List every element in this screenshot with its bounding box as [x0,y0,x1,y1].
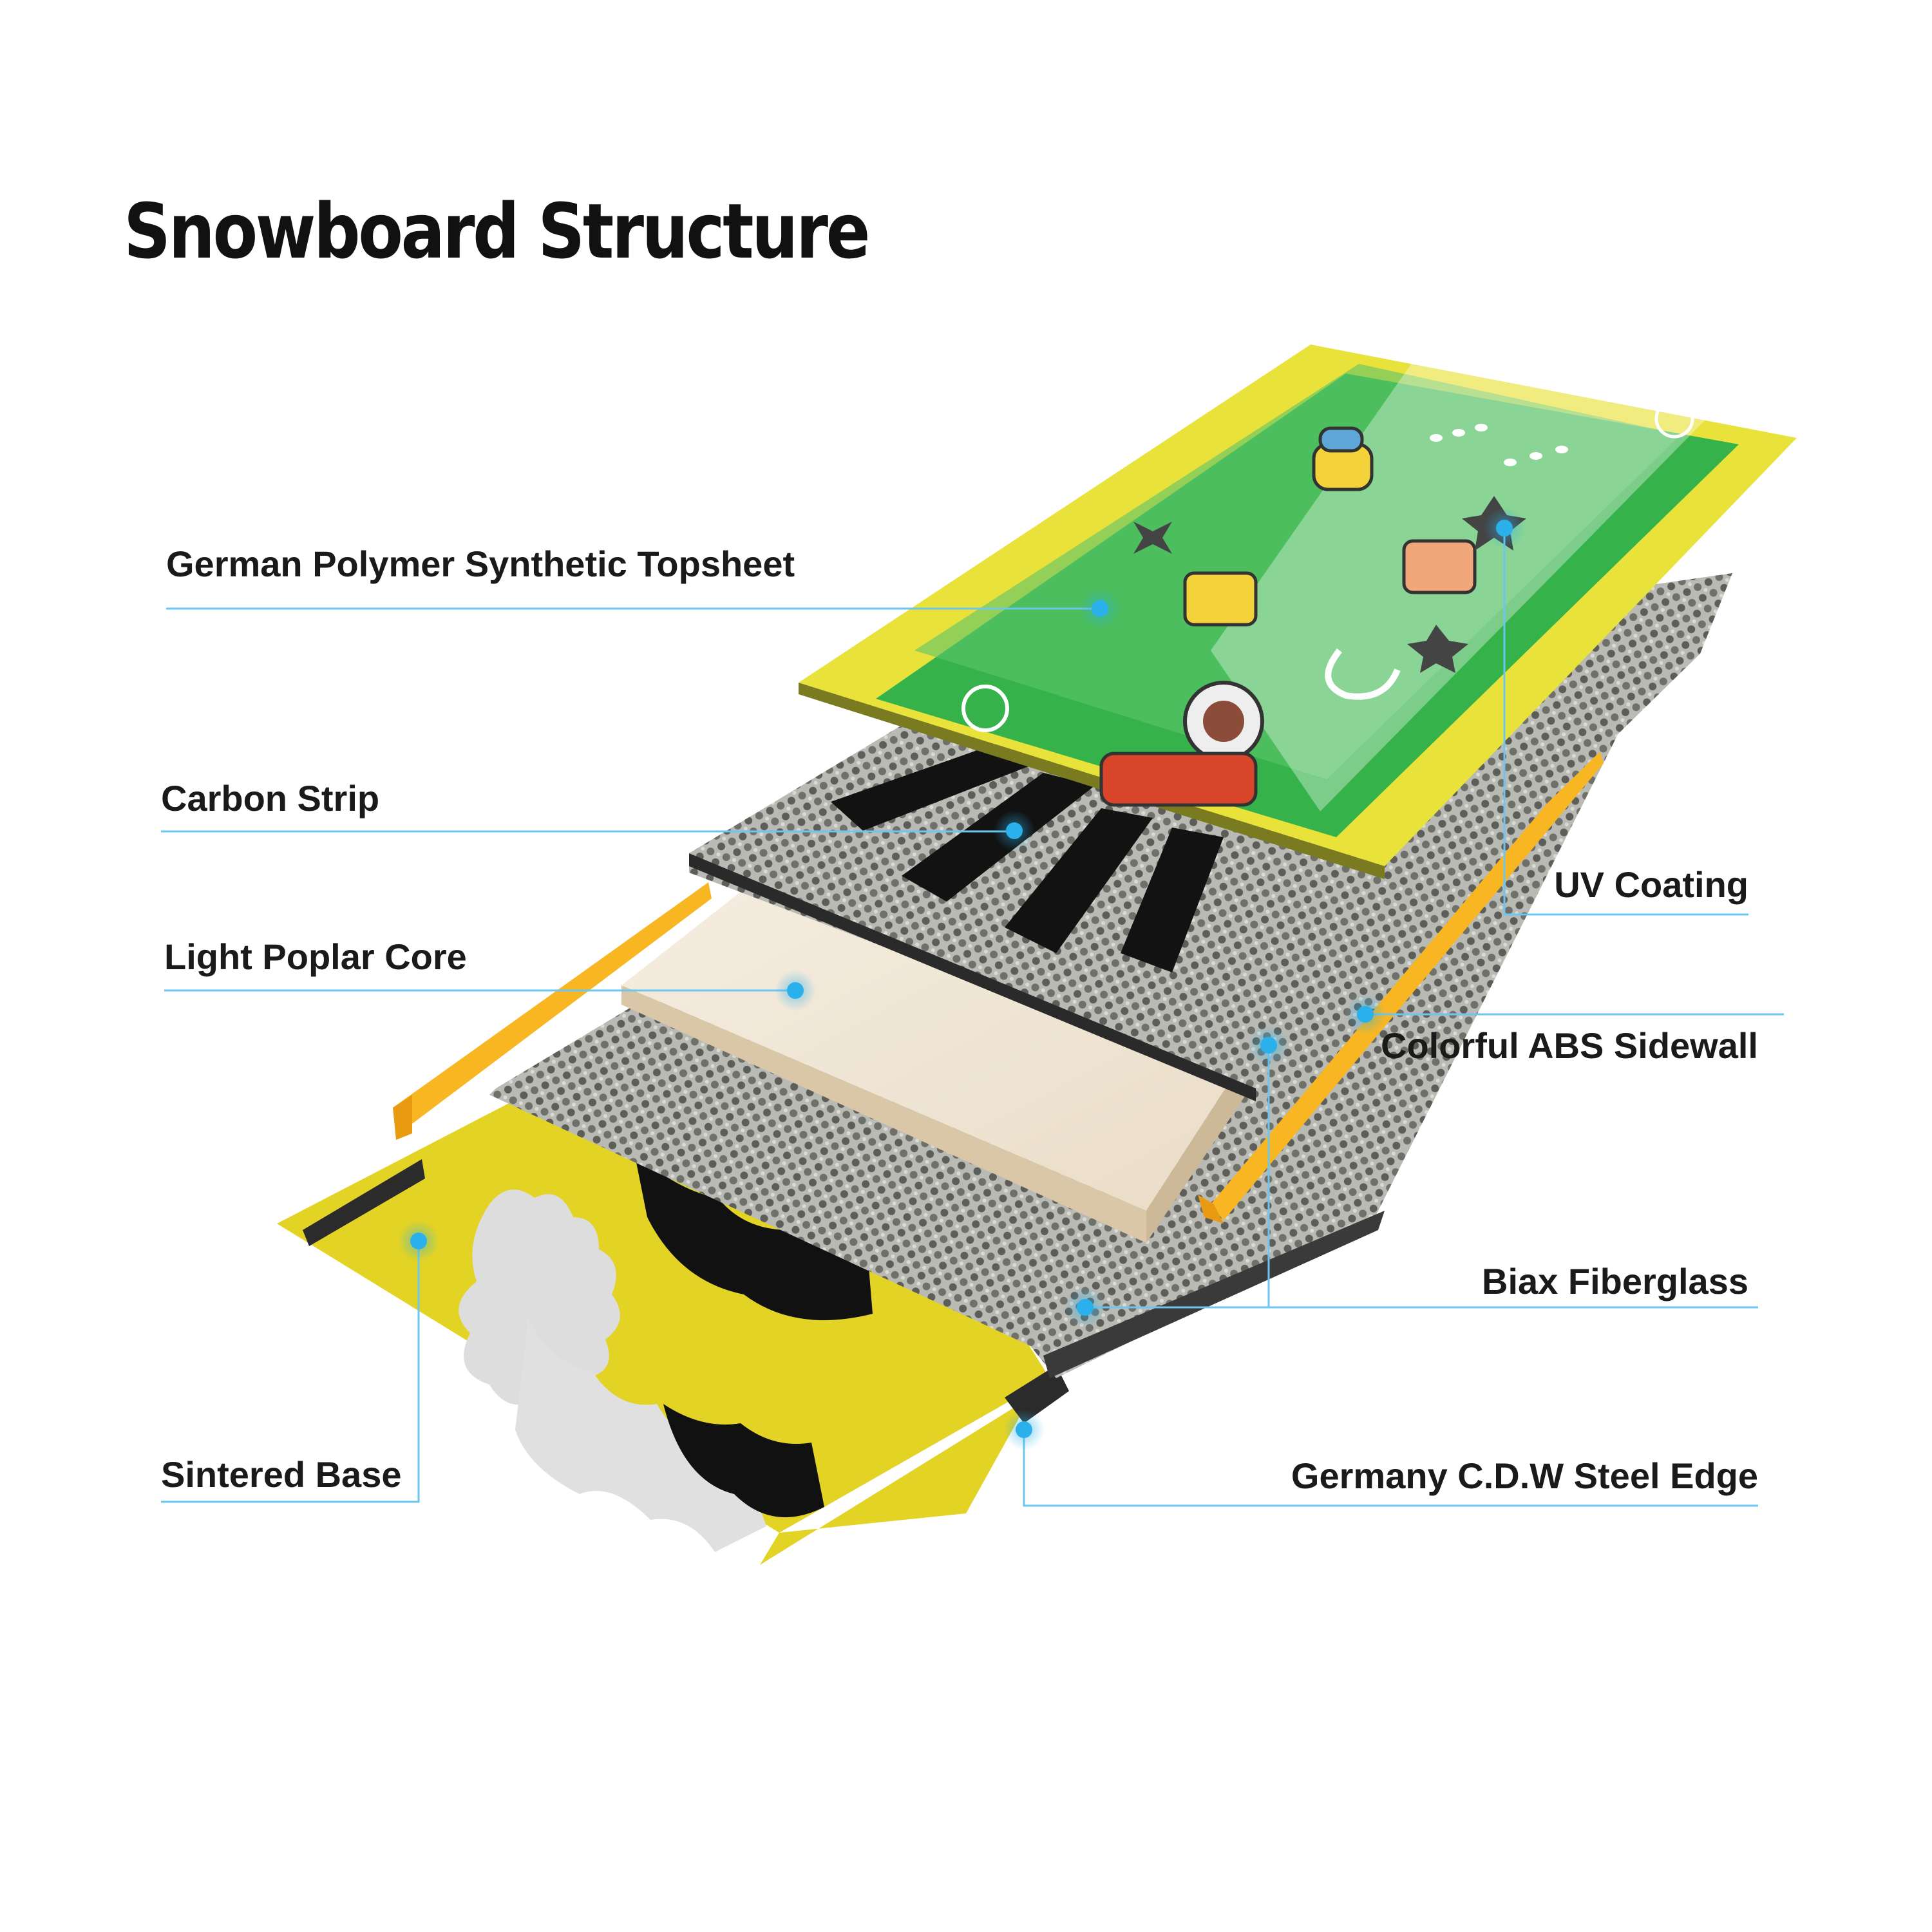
topsheet-layer [799,345,1797,879]
label-poplar-core: Light Poplar Core [164,936,467,977]
marker-fiberglass-upper [1248,1025,1289,1066]
marker-edge [1003,1409,1045,1450]
label-carbon-strip: Carbon Strip [161,778,380,819]
diagram-title: Snowboard Structure [124,187,870,276]
label-sintered-base: Sintered Base [161,1454,402,1495]
marker-uv [1484,507,1525,549]
leader-lines [161,528,1784,1507]
marker-core [775,970,816,1011]
robot-graphic [961,399,1694,807]
marker-topsheet [1079,588,1121,629]
label-topsheet: German Polymer Synthetic Topsheet [166,544,795,584]
marker-carbon [994,810,1035,851]
label-uv-coating: UV Coating [1554,864,1748,905]
label-steel-edge: Germany C.D.W Steel Edge [1291,1455,1758,1496]
marker-dots [398,507,1525,1450]
label-abs-sidewall: Colorful ABS Sidewall [1381,1025,1758,1066]
marker-sidewall [1345,994,1386,1035]
label-biax-fiberglass: Biax Fiberglass [1482,1261,1748,1302]
marker-fiberglass-lower [1065,1287,1106,1328]
marker-base [398,1220,439,1262]
dash-marks [1430,424,1568,466]
